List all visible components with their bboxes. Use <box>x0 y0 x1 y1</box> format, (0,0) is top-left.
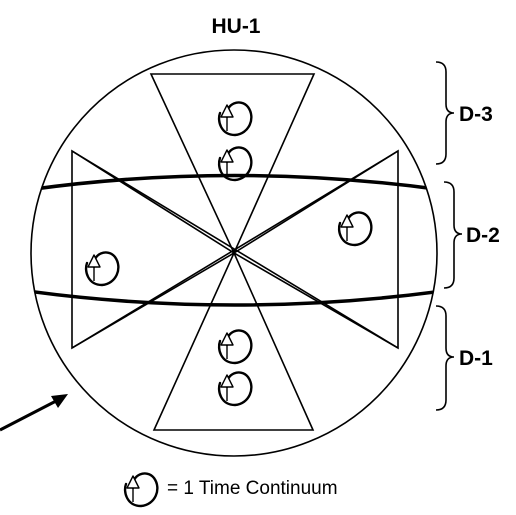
bracket-d2 <box>443 181 463 289</box>
dimension-label-d1: D-1 <box>459 347 493 370</box>
spiral-arrow-icon <box>123 472 159 508</box>
bottom-triangle <box>152 251 315 431</box>
spiral-icon <box>337 211 373 247</box>
spiral-icon <box>217 329 253 365</box>
upper-band-line <box>31 173 437 193</box>
sphere-outline <box>30 49 438 457</box>
spiral-icon <box>217 371 253 407</box>
dimension-label-d2: D-2 <box>466 224 500 247</box>
lower-band-line <box>31 288 437 307</box>
legend-text: = 1 Time Continuum <box>167 478 338 499</box>
bracket-d1 <box>435 305 455 411</box>
dimension-bands <box>31 173 437 307</box>
right-triangle <box>232 149 399 350</box>
dimension-label-d3: D-3 <box>459 103 493 126</box>
top-triangle <box>149 73 316 255</box>
left-triangle <box>71 149 236 350</box>
pointer-arrow <box>0 394 68 432</box>
legend: = 1 Time Continuum <box>123 472 338 508</box>
diagonal-line-b <box>71 150 399 349</box>
spiral-icon <box>217 101 253 137</box>
diagram-title: HU-1 <box>211 15 260 38</box>
bracket-d3 <box>435 61 455 165</box>
spiral-icon <box>84 251 120 287</box>
